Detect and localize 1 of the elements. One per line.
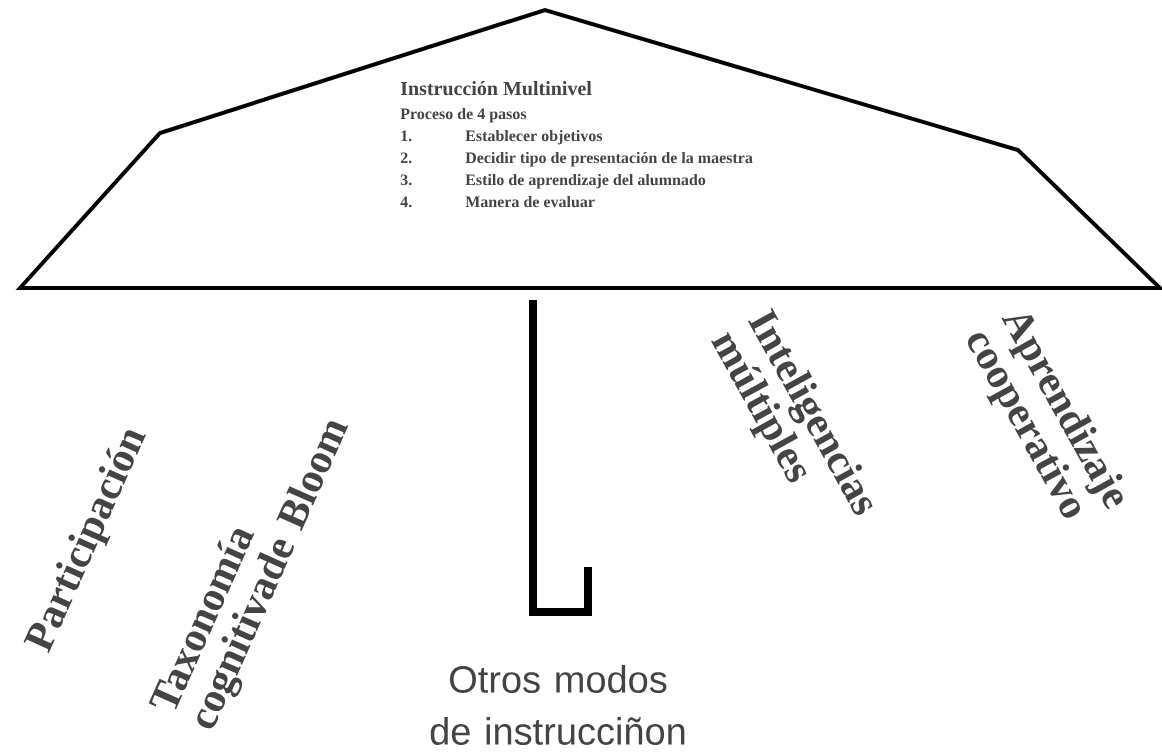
rotated-label: Otros modos de instrucciñon bbox=[430, 665, 685, 745]
